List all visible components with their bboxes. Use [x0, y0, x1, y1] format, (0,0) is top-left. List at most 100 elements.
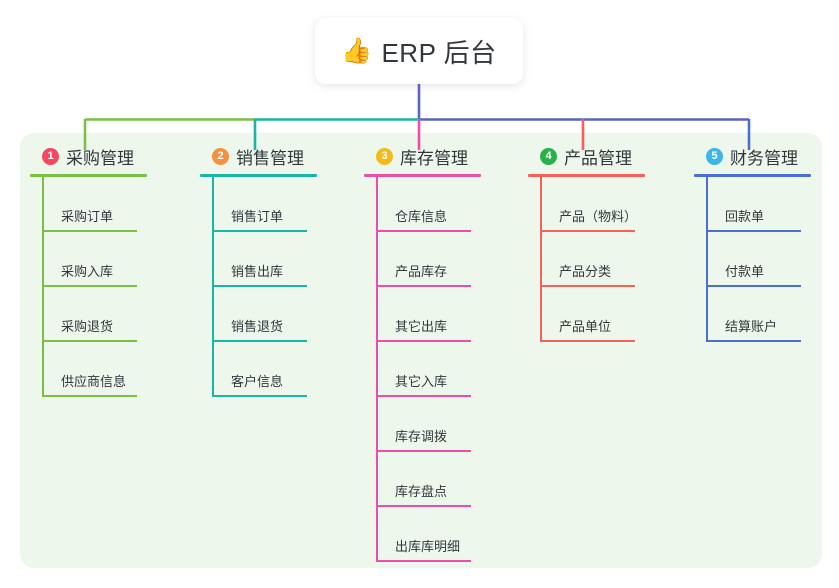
branch-title-2: 销售管理 [236, 148, 304, 168]
branch-column-2: 2 销售管理 销售订单 销售出库 销售退货 客户信息 [200, 145, 317, 397]
branch-header-1[interactable]: 1 采购管理 [30, 145, 147, 168]
leaf-underline [212, 230, 307, 232]
leaf-underline [376, 395, 471, 397]
leaf-label: 采购入库 [61, 264, 114, 279]
list-item[interactable]: 销售出库 [200, 232, 317, 287]
leaf-label: 回款单 [725, 209, 765, 224]
leaf-label: 产品分类 [559, 264, 612, 279]
list-item[interactable]: 其它入库 [364, 342, 481, 397]
list-item[interactable]: 产品库存 [364, 232, 481, 287]
branch-items-2: 销售订单 销售出库 销售退货 客户信息 [200, 177, 317, 397]
leaf-label: 销售订单 [231, 209, 284, 224]
list-item[interactable]: 付款单 [694, 232, 811, 287]
branch-spine-3 [376, 177, 378, 562]
branch-badge-1: 1 [42, 147, 59, 165]
leaf-label: 付款单 [725, 264, 765, 279]
list-item[interactable]: 供应商信息 [30, 342, 147, 397]
list-item[interactable]: 结算账户 [694, 287, 811, 342]
leaf-underline [212, 340, 307, 342]
root-node[interactable]: 👍 ERP 后台 [315, 18, 523, 84]
leaf-label: 其它出库 [395, 319, 448, 334]
list-item[interactable]: 仓库信息 [364, 177, 481, 232]
thumbs-up-icon: 👍 [341, 36, 373, 65]
list-item[interactable]: 采购订单 [30, 177, 147, 232]
list-item[interactable]: 产品单位 [528, 287, 645, 342]
branch-spine-2 [212, 177, 214, 397]
leaf-label: 产品单位 [559, 319, 612, 334]
leaf-underline [376, 340, 471, 342]
list-item[interactable]: 采购退货 [30, 287, 147, 342]
branch-column-3: 3 库存管理 仓库信息 产品库存 其它出库 其它入库 库存调拨 [364, 145, 481, 562]
root-node-content: 👍 ERP 后台 [341, 33, 496, 70]
list-item[interactable]: 库存调拨 [364, 397, 481, 452]
leaf-underline [376, 285, 471, 287]
branch-title-1: 采购管理 [66, 148, 134, 168]
branch-header-4[interactable]: 4 产品管理 [528, 145, 645, 168]
leaf-underline [540, 285, 635, 287]
branch-underline-4 [528, 174, 645, 177]
branch-underline-5 [694, 174, 811, 177]
branch-column-1: 1 采购管理 采购订单 采购入库 采购退货 供应商信息 [30, 145, 147, 397]
list-item[interactable]: 出库库明细 [364, 507, 481, 562]
branch-header-5[interactable]: 5 财务管理 [694, 145, 811, 168]
branch-spine-1 [42, 177, 44, 397]
branch-badge-2: 2 [212, 147, 229, 165]
leaf-underline [212, 395, 307, 397]
list-item[interactable]: 产品分类 [528, 232, 645, 287]
leaf-underline [376, 560, 471, 562]
leaf-underline [376, 505, 471, 507]
leaf-underline [540, 340, 635, 342]
branch-spine-5 [706, 177, 708, 342]
list-item[interactable]: 销售退货 [200, 287, 317, 342]
leaf-label: 库存盘点 [395, 484, 448, 499]
list-item[interactable]: 产品（物料） [528, 177, 645, 232]
branch-badge-5: 5 [706, 147, 723, 165]
leaf-underline [540, 230, 635, 232]
branch-underline-1 [30, 174, 147, 177]
leaf-underline [706, 340, 801, 342]
branch-underline-2 [200, 174, 317, 177]
leaf-label: 客户信息 [231, 374, 284, 389]
leaf-label: 结算账户 [725, 319, 778, 334]
branch-items-4: 产品（物料） 产品分类 产品单位 [528, 177, 645, 342]
root-title: ERP 后台 [381, 37, 497, 68]
leaf-underline [376, 450, 471, 452]
leaf-underline [42, 395, 137, 397]
branch-header-3[interactable]: 3 库存管理 [364, 145, 481, 168]
branch-title-3: 库存管理 [400, 148, 468, 168]
list-item[interactable]: 客户信息 [200, 342, 317, 397]
leaf-underline [706, 230, 801, 232]
leaf-label: 销售出库 [231, 264, 284, 279]
branch-column-5: 5 财务管理 回款单 付款单 结算账户 [694, 145, 811, 342]
branch-title-5: 财务管理 [730, 148, 798, 168]
leaf-label: 供应商信息 [61, 374, 127, 389]
list-item[interactable]: 采购入库 [30, 232, 147, 287]
branch-badge-4: 4 [540, 147, 557, 165]
leaf-underline [42, 285, 137, 287]
leaf-label: 其它入库 [395, 374, 448, 389]
leaf-underline [42, 230, 137, 232]
branch-underline-3 [364, 174, 481, 177]
leaf-label: 产品库存 [395, 264, 448, 279]
leaf-label: 采购订单 [61, 209, 114, 224]
list-item[interactable]: 销售订单 [200, 177, 317, 232]
leaf-label: 仓库信息 [395, 209, 448, 224]
branch-column-4: 4 产品管理 产品（物料） 产品分类 产品单位 [528, 145, 645, 342]
leaf-underline [706, 285, 801, 287]
branch-spine-4 [540, 177, 542, 342]
leaf-underline [376, 230, 471, 232]
branch-items-1: 采购订单 采购入库 采购退货 供应商信息 [30, 177, 147, 397]
list-item[interactable]: 其它出库 [364, 287, 481, 342]
leaf-label: 出库库明细 [395, 539, 461, 554]
branch-header-2[interactable]: 2 销售管理 [200, 145, 317, 168]
list-item[interactable]: 库存盘点 [364, 452, 481, 507]
branch-items-5: 回款单 付款单 结算账户 [694, 177, 811, 342]
leaf-underline [42, 340, 137, 342]
leaf-underline [212, 285, 307, 287]
branch-items-3: 仓库信息 产品库存 其它出库 其它入库 库存调拨 库存盘点 [364, 177, 481, 562]
leaf-label: 产品（物料） [559, 209, 638, 224]
list-item[interactable]: 回款单 [694, 177, 811, 232]
leaf-label: 库存调拨 [395, 429, 448, 444]
branch-badge-3: 3 [376, 147, 393, 165]
